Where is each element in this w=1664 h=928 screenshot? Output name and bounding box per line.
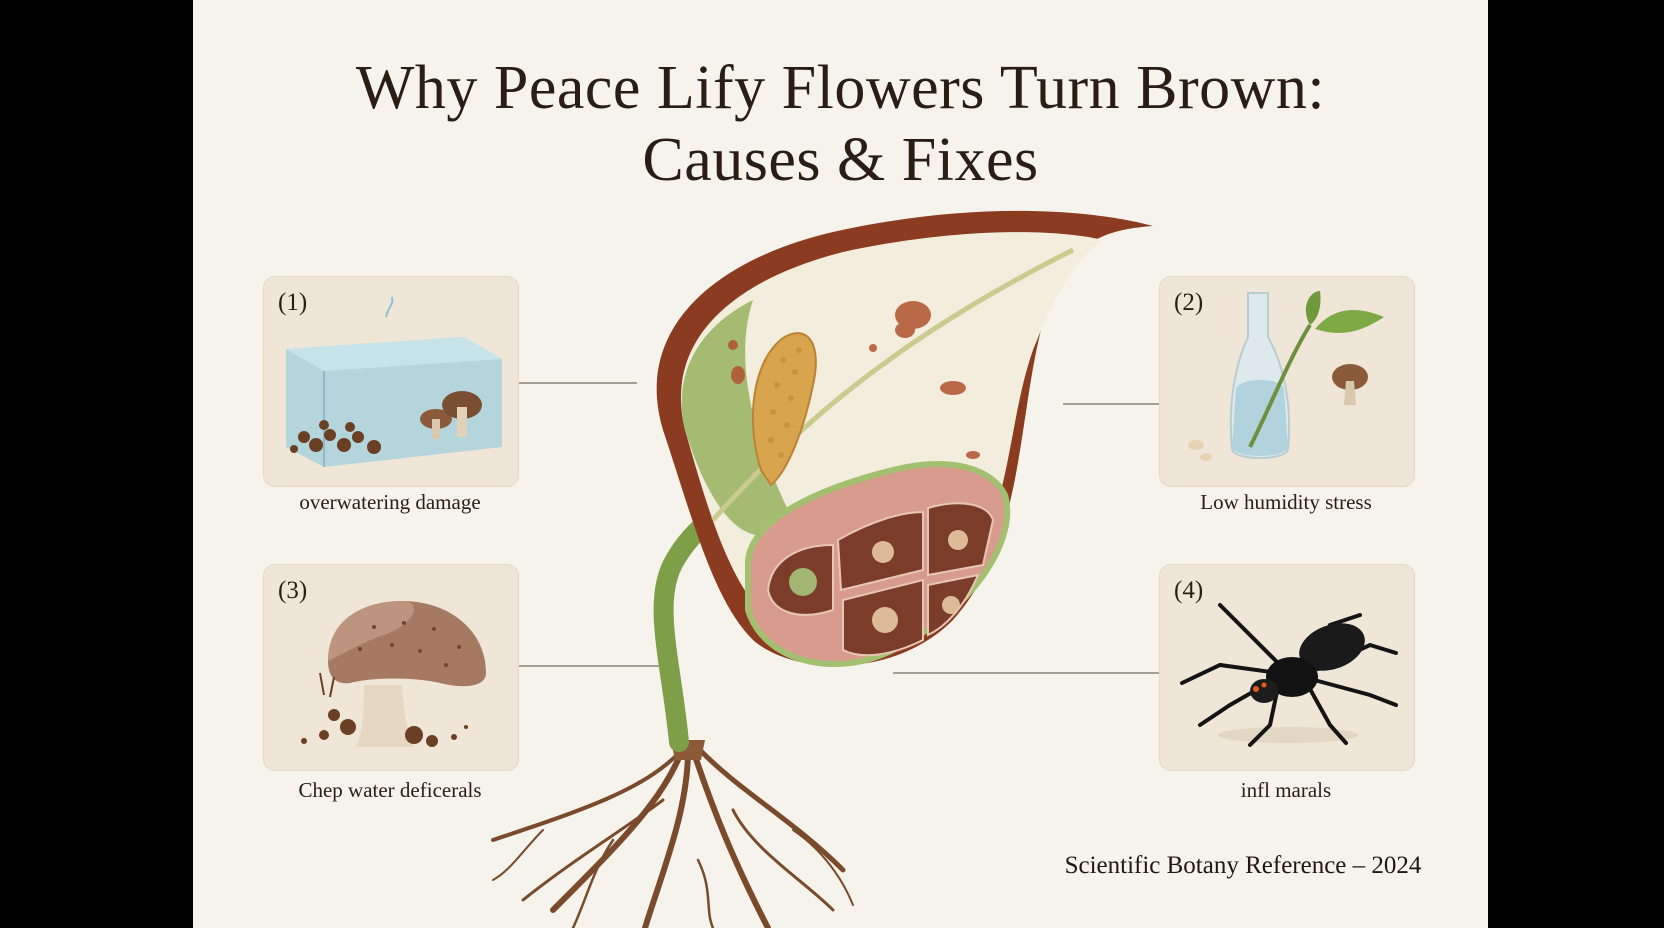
panel-3: (3) — [263, 564, 519, 771]
spathe-midrib — [711, 247, 1075, 522]
water-soaked-soil-icon — [286, 296, 502, 467]
footer-credit: Scientific Botany Reference – 2024 — [1064, 852, 1422, 879]
panel-4-caption: infl marals — [1240, 778, 1332, 802]
spadix — [751, 332, 817, 487]
vial-and-sprout-icon — [1188, 291, 1384, 461]
page-title: Why Peace Lify Flowers Turn Brown: Cause… — [193, 52, 1488, 196]
panel-1-number: (1) — [278, 289, 308, 316]
panel-2-caption: Low humidity stress — [1200, 490, 1372, 514]
brown-spots — [728, 301, 980, 459]
panel-2-number: (2) — [1174, 289, 1204, 316]
panel-3-caption: Chep water deficerals — [298, 778, 482, 802]
panel-1: (1) — [263, 276, 519, 487]
infographic-page: Why Peace Lify Flowers Turn Brown: Cause… — [193, 0, 1488, 928]
panel-4-number: (4) — [1174, 577, 1204, 604]
title-line-2: Causes & Fixes — [642, 126, 1039, 194]
title-line-1: Why Peace Lify Flowers Turn Brown: — [355, 54, 1326, 122]
cell-organelles — [789, 530, 968, 633]
peace-lily-diagram — [489, 210, 1171, 928]
spider-mite-icon — [1180, 603, 1398, 747]
panel-3-number: (3) — [278, 577, 308, 604]
spadix-texture — [768, 347, 802, 458]
panel-4: (4) — [1159, 564, 1415, 771]
roots-icon — [491, 745, 854, 928]
mushroom-icon — [301, 601, 486, 747]
panel-1-caption: overwatering damage — [299, 490, 481, 514]
panel-2: (2) — [1159, 276, 1415, 487]
